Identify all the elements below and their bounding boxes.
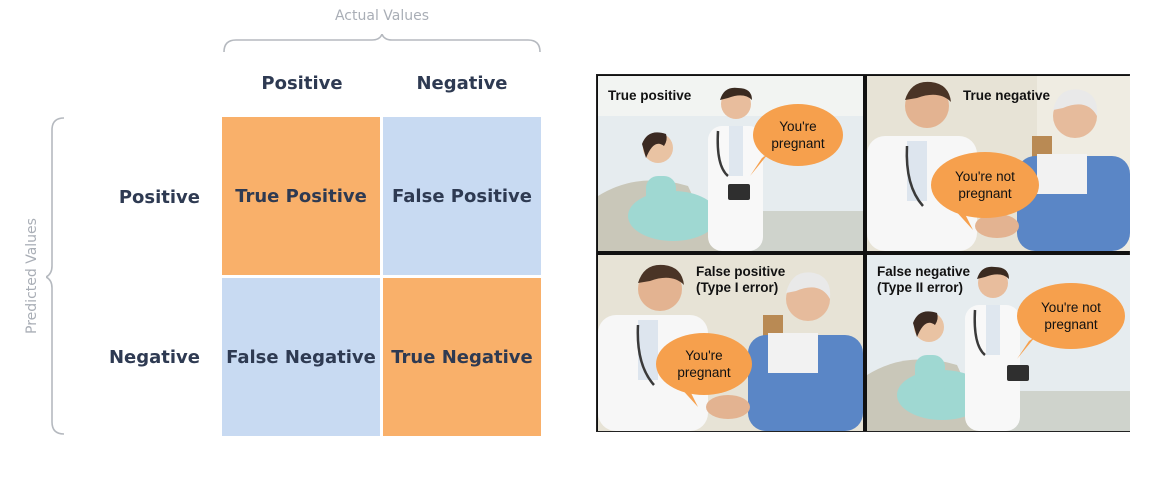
doctor-pregnant-woman-illustration: [598, 76, 863, 251]
row-header-positive: Positive: [118, 187, 200, 208]
caption-false-positive: False positive (Type I error): [696, 264, 786, 295]
row-header-negative: Negative: [108, 347, 200, 368]
col-header-negative: Negative: [416, 73, 508, 94]
speech-bubble-tail-icon: [1017, 337, 1035, 359]
predicted-values-title: Predicted Values: [24, 218, 40, 334]
cell-true-negative: True Negative: [383, 278, 541, 436]
col-header-positive: Positive: [261, 73, 343, 94]
caption-true-negative: True negative: [963, 88, 1051, 103]
caption-false-negative: False negative (Type II error): [877, 264, 971, 295]
cell-false-positive: False Positive: [383, 117, 541, 275]
cell-true-positive: True Positive: [222, 117, 380, 275]
panel-false-negative: False negative (Type II error) You're no…: [867, 255, 1130, 431]
speech-bubble-tail-icon: [678, 385, 698, 407]
speech-bubble-tail-icon: [750, 154, 768, 176]
caption-true-positive: True positive: [608, 88, 692, 103]
cell-false-negative: False Negative: [222, 278, 380, 436]
actual-values-brace: [223, 34, 541, 53]
actual-values-title: Actual Values: [334, 8, 430, 24]
speech-bubble-tail-icon: [953, 208, 973, 230]
predicted-values-brace: [46, 117, 65, 435]
